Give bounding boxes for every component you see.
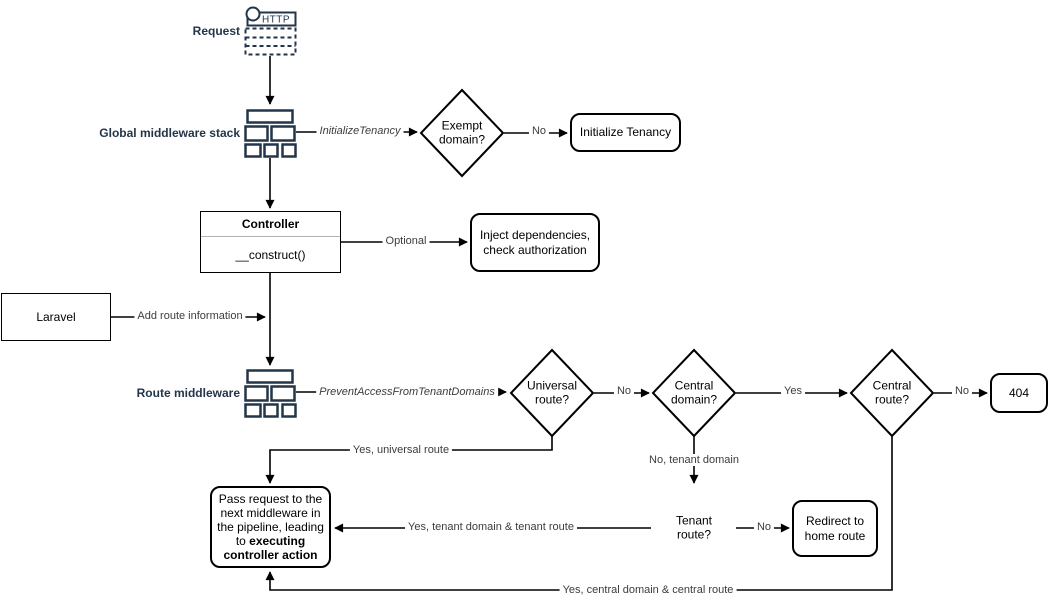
node-inject-dependencies: Inject dependencies, check authorization [470,213,600,272]
node-pass-request: Pass request to the next middleware in t… [210,486,331,568]
controller-title: Controller [201,212,340,237]
http-request-icon: HTTP [244,6,297,56]
edge-label-central-domain-yes: Yes [781,385,805,397]
edge-label-optional: Optional [382,235,430,247]
universal-route-text: Universal route? [526,378,577,407]
tenant-route-text: Tenant route? [675,513,713,542]
edge-label-yes-tenant-route: Yes, tenant domain & tenant route [405,521,577,533]
edge-label-yes-central-route: Yes, central domain & central route [559,584,737,596]
decision-group [419,88,935,438]
edge-label-tenant-no: No [753,521,775,533]
edge-label-yes-universal-route: Yes, universal route [349,444,453,456]
node-redirect-home: Redirect to home route [792,500,878,557]
decision-central-route [849,348,935,438]
route-middleware-label: Route middleware [136,386,240,400]
node-laravel: Laravel [1,293,111,341]
exempt-domain-text: Exempt domain? [438,118,486,147]
edge-label-central-route-no: No [951,385,973,397]
edge-label-initialize-tenancy: InitializeTenancy [316,125,404,137]
http-icon-label: HTTP [262,15,290,26]
node-controller: Controller __construct() [200,211,341,273]
node-404: 404 [990,373,1048,413]
central-domain-text: Central domain? [670,378,718,407]
decision-universal-route [509,348,595,438]
decision-central-domain [651,348,737,438]
controller-method: __construct() [235,248,306,262]
edge-label-add-route-information: Add route information [134,310,246,322]
node-initialize-tenancy: Initialize Tenancy [570,113,681,152]
edge-label-prevent-access: PreventAccessFromTenantDomains [316,386,498,398]
global-middleware-stack-label: Global middleware stack [99,126,240,140]
edge-label-universal-no: No [613,385,635,397]
middleware-stack-icon [244,109,297,158]
route-middleware-stack-icon [244,369,297,418]
edge-label-exempt-no: No [528,125,550,137]
central-route-text: Central route? [872,378,912,407]
decision-exempt-domain [419,88,505,178]
pass-request-normal: Pass request to the next middleware in t… [217,491,324,549]
pass-request-bold: executing controller action [223,534,318,563]
pass-request-text: Pass request to the next middleware in t… [215,492,326,563]
request-label: Request [192,24,240,38]
edge-label-no-tenant-domain: No, tenant domain [646,454,742,466]
